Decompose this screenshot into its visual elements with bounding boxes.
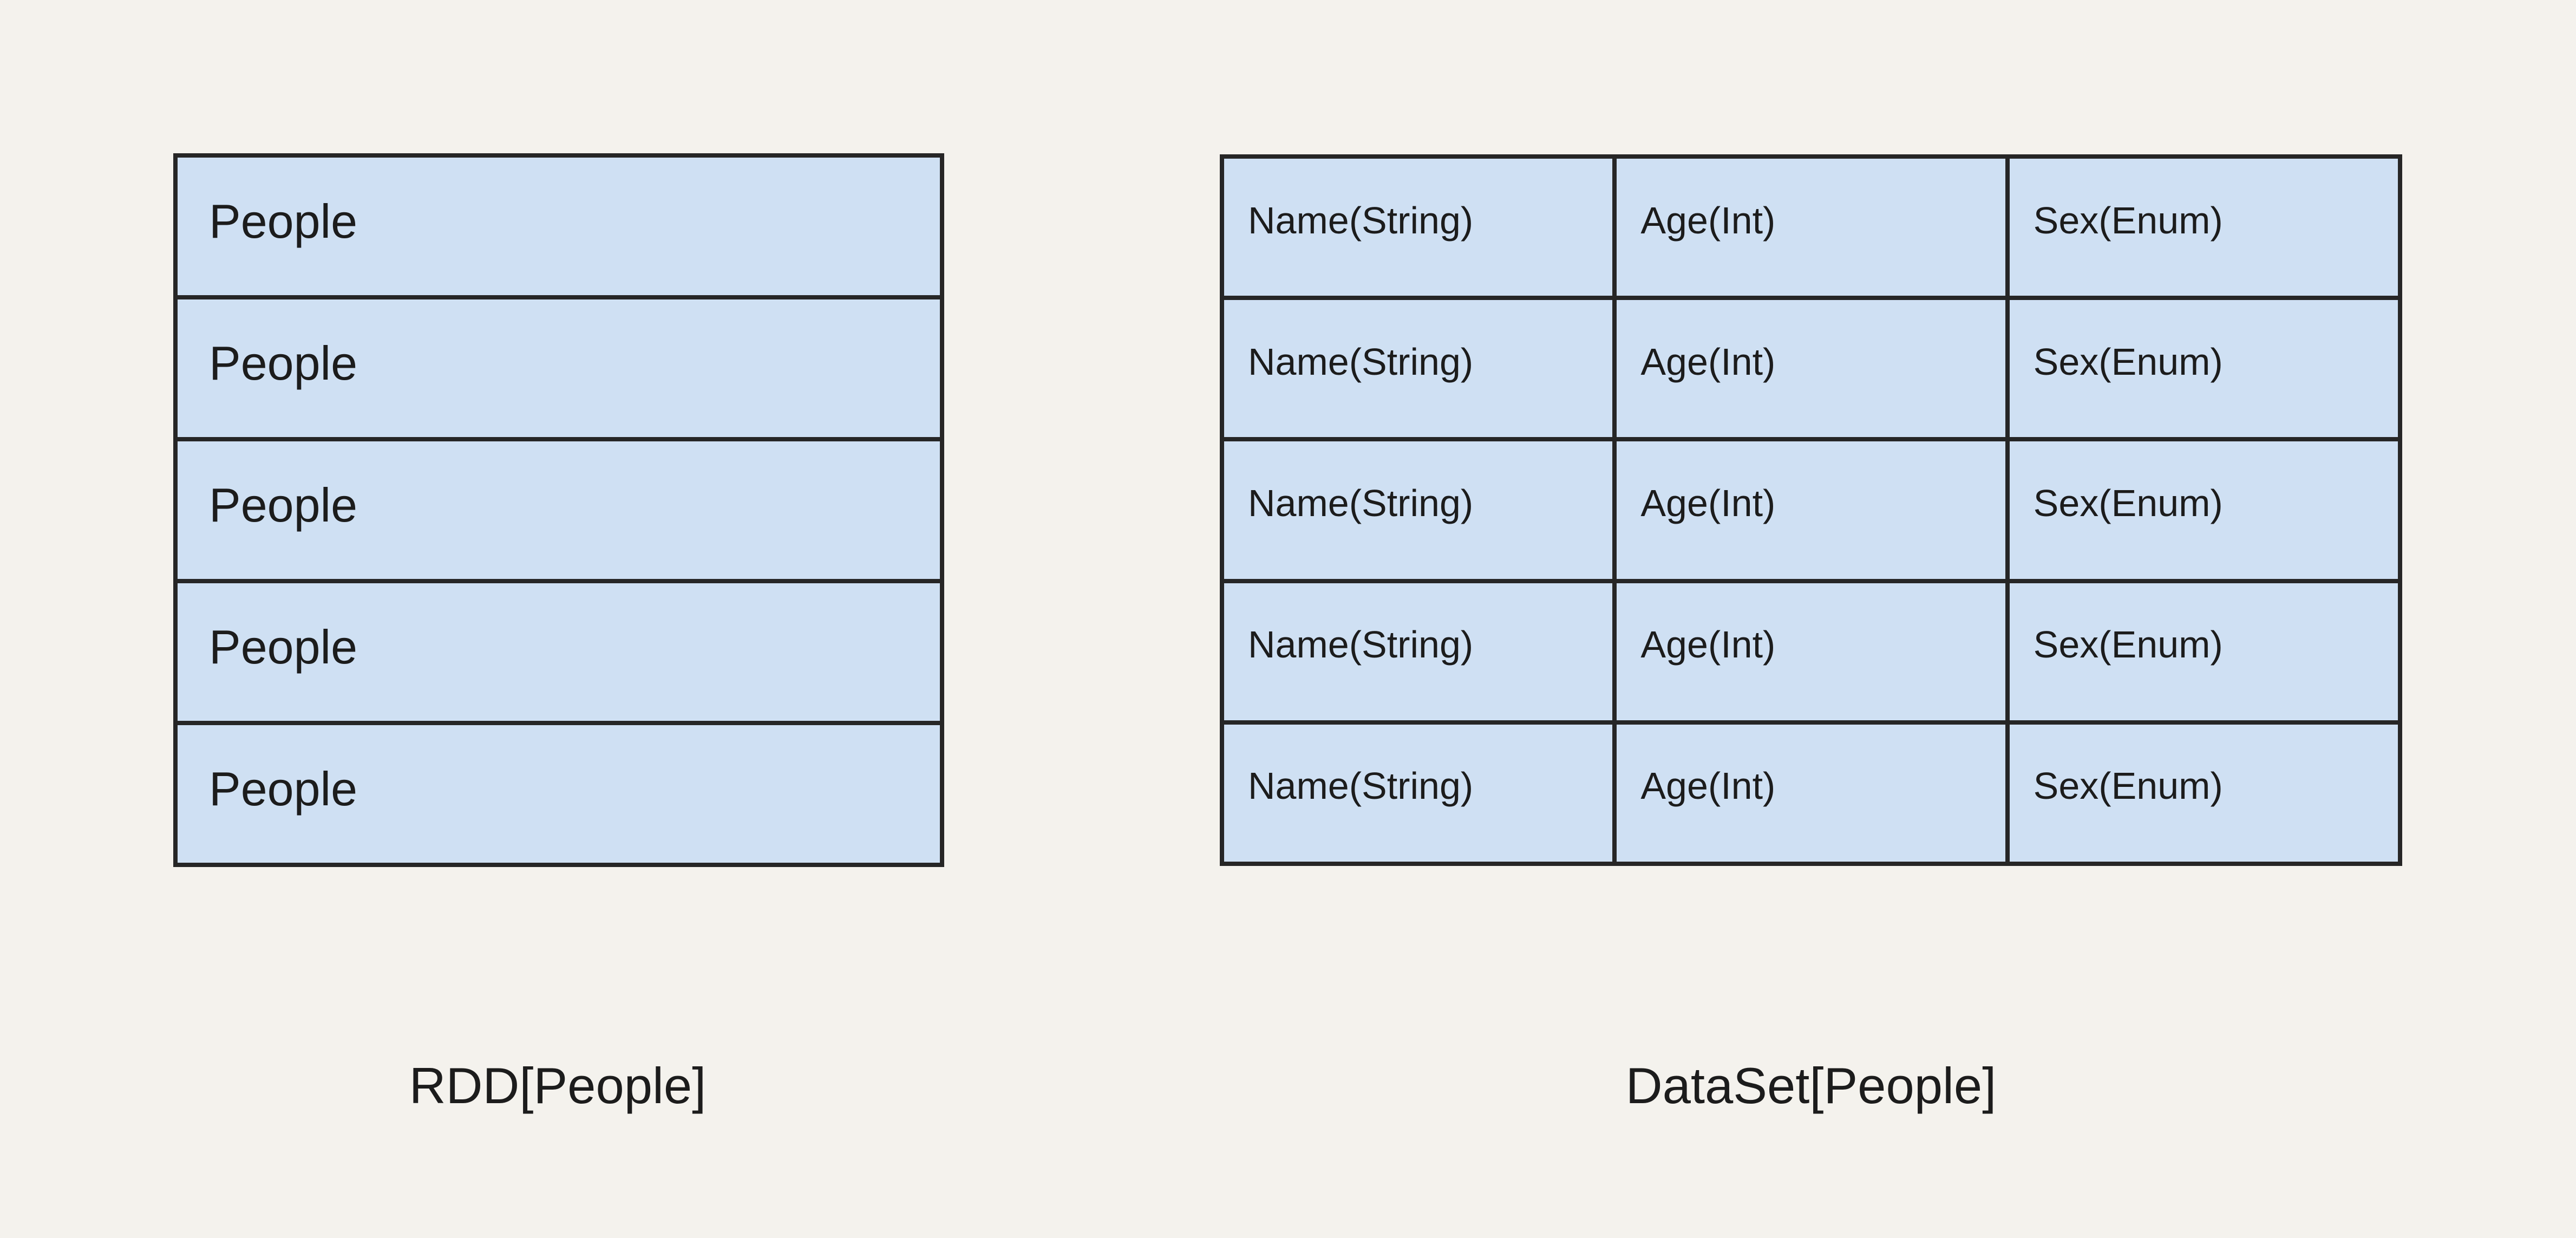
rdd-cell-label: People bbox=[209, 336, 358, 390]
rdd-cell: People bbox=[178, 299, 940, 437]
table-row: Name(String) Age(Int) Sex(Enum) bbox=[1224, 300, 2398, 442]
dataset-cell-sex: Sex(Enum) bbox=[2009, 441, 2398, 579]
rdd-cell-label: People bbox=[209, 194, 358, 248]
dataset-cell-sex: Sex(Enum) bbox=[2009, 724, 2398, 862]
table-row: Name(String) Age(Int) Sex(Enum) bbox=[1224, 583, 2398, 725]
dataset-cell-label: Sex(Enum) bbox=[2033, 623, 2223, 666]
dataset-cell-name: Name(String) bbox=[1224, 300, 1617, 438]
dataset-cell-label: Sex(Enum) bbox=[2033, 340, 2223, 383]
table-row: People bbox=[178, 441, 940, 583]
dataset-cell-label: Age(Int) bbox=[1640, 340, 1776, 383]
dataset-cell-sex: Sex(Enum) bbox=[2009, 300, 2398, 438]
table-row: Name(String) Age(Int) Sex(Enum) bbox=[1224, 159, 2398, 301]
dataset-cell-label: Name(String) bbox=[1248, 765, 1474, 807]
table-row: Name(String) Age(Int) Sex(Enum) bbox=[1224, 441, 2398, 583]
dataset-cell-label: Age(Int) bbox=[1640, 482, 1776, 524]
dataset-cell-age: Age(Int) bbox=[1617, 724, 2010, 862]
rdd-table: People People People People People bbox=[173, 153, 944, 867]
rdd-cell-label: People bbox=[209, 620, 358, 674]
dataset-cell-age: Age(Int) bbox=[1617, 441, 2010, 579]
dataset-cell-label: Age(Int) bbox=[1640, 623, 1776, 666]
dataset-cell-age: Age(Int) bbox=[1617, 583, 2010, 720]
rdd-cell: People bbox=[178, 158, 940, 295]
dataset-cell-sex: Sex(Enum) bbox=[2009, 583, 2398, 720]
dataset-cell-age: Age(Int) bbox=[1617, 159, 2010, 296]
table-row: People bbox=[178, 725, 940, 863]
dataset-caption: DataSet[People] bbox=[1625, 1057, 1997, 1114]
dataset-cell-sex: Sex(Enum) bbox=[2009, 159, 2398, 296]
dataset-cell-label: Age(Int) bbox=[1640, 765, 1776, 807]
dataset-cell-label: Sex(Enum) bbox=[2033, 199, 2223, 242]
table-row: People bbox=[178, 583, 940, 725]
dataset-cell-age: Age(Int) bbox=[1617, 300, 2010, 438]
rdd-caption: RDD[People] bbox=[409, 1057, 707, 1114]
dataset-cell-label: Age(Int) bbox=[1640, 199, 1776, 242]
dataset-cell-name: Name(String) bbox=[1224, 159, 1617, 296]
rdd-cell-label: People bbox=[209, 762, 358, 816]
dataset-table: Name(String) Age(Int) Sex(Enum) Name(Str… bbox=[1220, 154, 2402, 866]
rdd-cell: People bbox=[178, 725, 940, 863]
table-row: People bbox=[178, 158, 940, 299]
dataset-cell-label: Name(String) bbox=[1248, 340, 1474, 383]
dataset-cell-name: Name(String) bbox=[1224, 441, 1617, 579]
rdd-cell-label: People bbox=[209, 478, 358, 532]
table-row: People bbox=[178, 299, 940, 441]
dataset-cell-label: Name(String) bbox=[1248, 199, 1474, 242]
rdd-cell: People bbox=[178, 441, 940, 579]
dataset-cell-label: Sex(Enum) bbox=[2033, 765, 2223, 807]
table-row: Name(String) Age(Int) Sex(Enum) bbox=[1224, 724, 2398, 862]
dataset-cell-label: Sex(Enum) bbox=[2033, 482, 2223, 524]
dataset-cell-label: Name(String) bbox=[1248, 623, 1474, 666]
dataset-cell-label: Name(String) bbox=[1248, 482, 1474, 524]
rdd-cell: People bbox=[178, 583, 940, 721]
dataset-cell-name: Name(String) bbox=[1224, 583, 1617, 720]
dataset-cell-name: Name(String) bbox=[1224, 724, 1617, 862]
